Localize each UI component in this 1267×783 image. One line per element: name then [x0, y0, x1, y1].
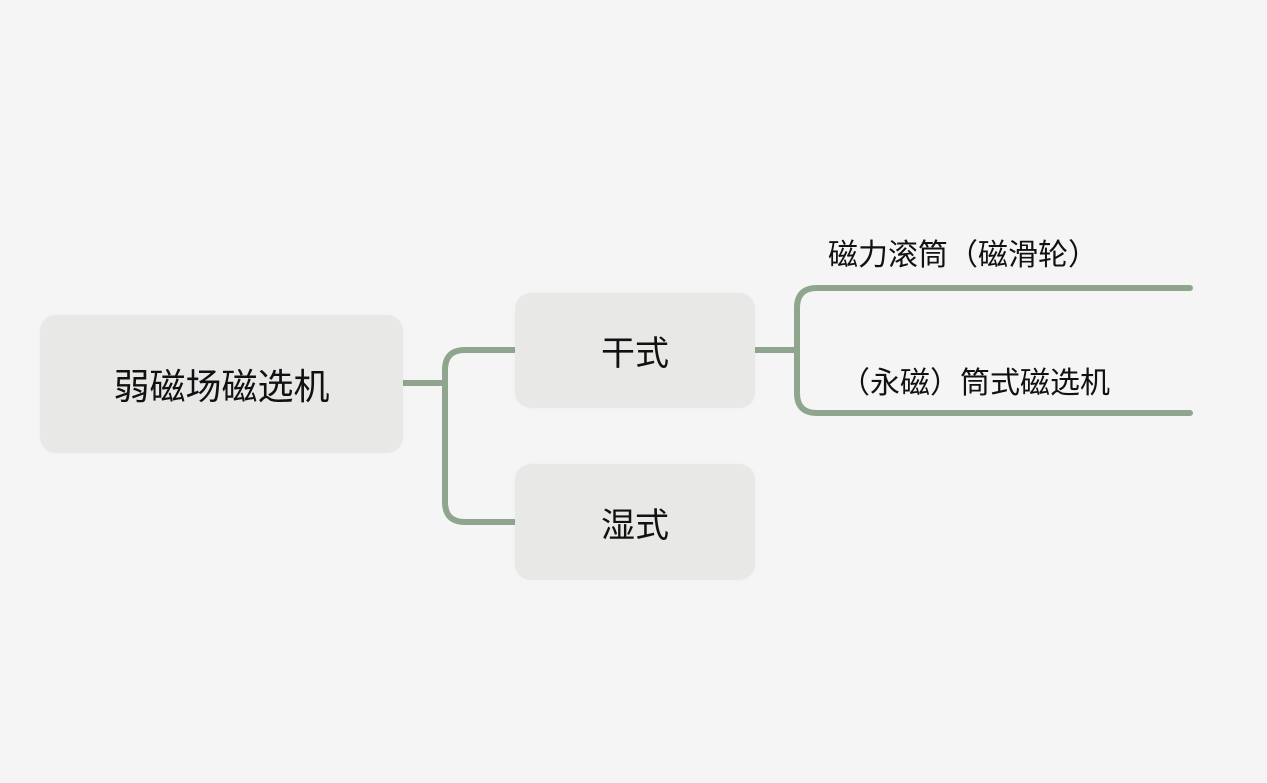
- connector-dry-leaf1: [794, 285, 1193, 353]
- root-node[interactable]: 弱磁场磁选机: [40, 315, 403, 453]
- leaf-drum-separator[interactable]: （永磁）筒式磁选机: [840, 366, 1110, 401]
- node-wet[interactable]: 湿式: [515, 464, 755, 580]
- leaf-magnetic-pulley[interactable]: 磁力滚筒（磁滑轮）: [828, 238, 1098, 273]
- connector-dry-leaf2: [794, 347, 1193, 416]
- connector-root-dry: [442, 347, 518, 386]
- node-dry[interactable]: 干式: [515, 293, 755, 408]
- connector-root-wet: [442, 380, 518, 525]
- node-dry-label: 干式: [601, 334, 669, 374]
- root-node-label: 弱磁场磁选机: [113, 367, 330, 408]
- node-wet-label: 湿式: [601, 505, 669, 546]
